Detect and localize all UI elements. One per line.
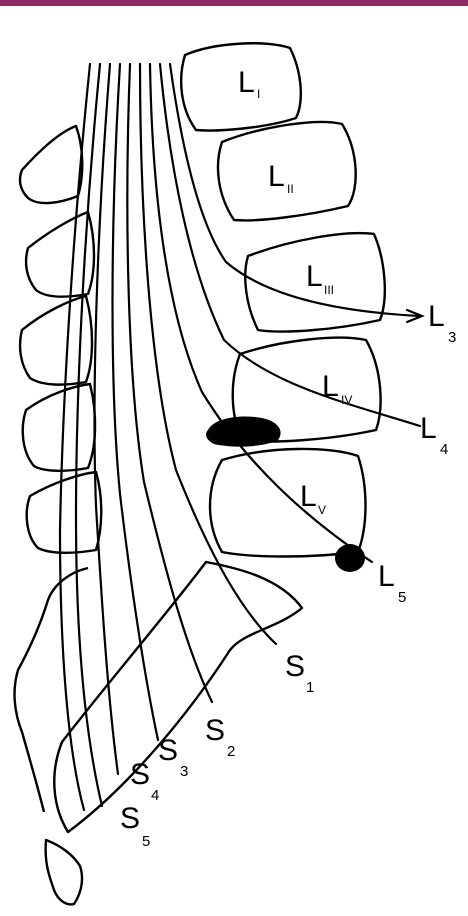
lumbosacral-nerve-root-diagram: L I L II L III L IV L V L 3 L 4 L 5 S 1 … [0, 6, 468, 916]
vertebra-label-l1-numeral: I [257, 87, 260, 101]
root-label-s4-letter: S [130, 758, 150, 791]
root-label-s3-letter: S [158, 734, 178, 767]
herniated-disc-l5-s1 [335, 544, 365, 572]
root-label-l4-number: 4 [440, 441, 448, 458]
vertebra-label-l5-letter: L [300, 480, 317, 513]
vertebra-label-l5-numeral: V [318, 503, 326, 517]
root-label-s5-number: 5 [142, 833, 150, 850]
root-label-s1-letter: S [285, 650, 305, 683]
root-label-s4-number: 4 [151, 787, 159, 804]
vertebra-label-l3-numeral: III [324, 283, 334, 297]
root-label-l5-letter: L [378, 560, 395, 593]
root-label-s2-number: 2 [227, 743, 235, 760]
root-label-l3-letter: L [428, 300, 445, 333]
root-label-s1-number: 1 [306, 679, 314, 696]
vertebra-label-l3-letter: L [306, 260, 323, 293]
vertebra-label-l4-letter: L [322, 370, 339, 403]
herniated-disc-l4-l5 [206, 417, 281, 447]
vertebra-label-l4-numeral: IV [341, 393, 352, 407]
vertebra-l2 [218, 122, 356, 220]
root-label-s3-number: 3 [180, 763, 188, 780]
spinous-process-1 [20, 126, 82, 203]
spinous-process-5 [27, 472, 102, 553]
spinous-process-4 [23, 384, 95, 471]
sacrum [54, 562, 302, 832]
coccyx [46, 840, 82, 904]
root-label-s5-letter: S [120, 802, 140, 835]
vertebra-label-l1-letter: L [238, 66, 255, 99]
vertebra-label-l2-letter: L [268, 160, 285, 193]
root-label-s2-letter: S [205, 714, 225, 747]
vertebra-label-l2-numeral: II [287, 182, 294, 196]
root-label-l5-number: 5 [398, 589, 406, 606]
root-label-l4-letter: L [420, 412, 437, 445]
root-label-l3-number: 3 [448, 329, 456, 346]
